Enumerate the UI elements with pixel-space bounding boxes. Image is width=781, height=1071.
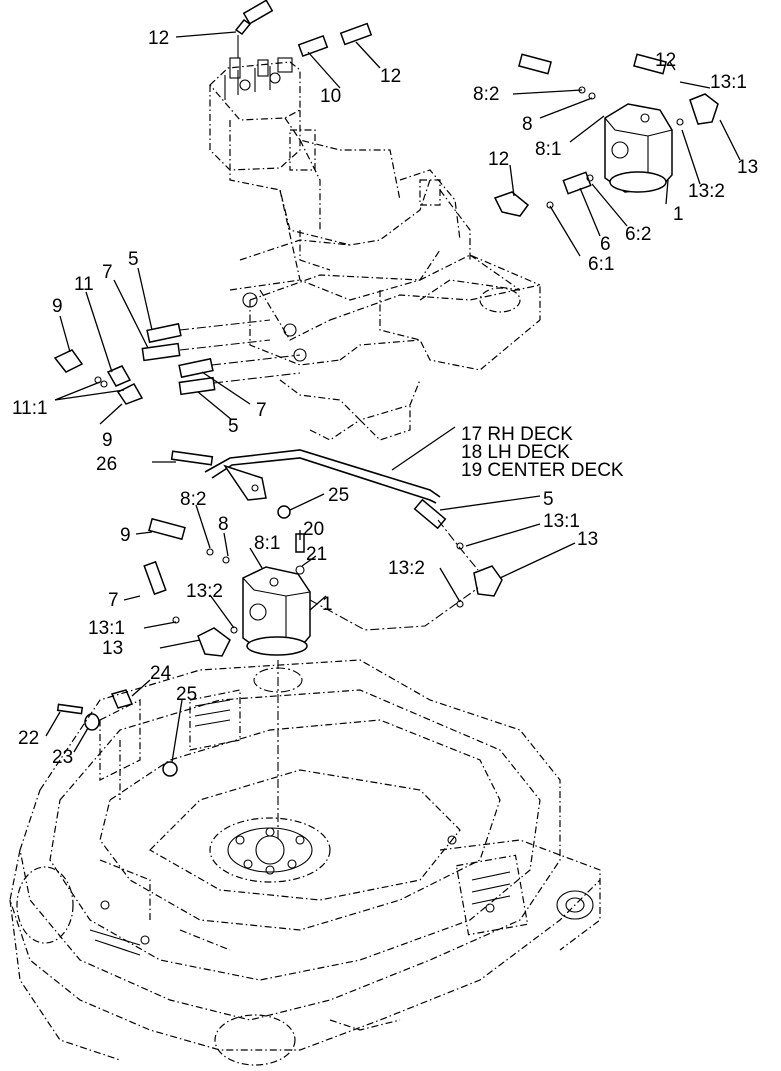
callout-7-center: 7 xyxy=(108,590,119,611)
upper-motor-assembly xyxy=(493,53,719,217)
callout-10: 10 xyxy=(320,86,341,107)
callout-9-left-lower: 9 xyxy=(102,430,113,451)
callout-21: 21 xyxy=(306,544,327,565)
callout-12-upper-left-motor: 12 xyxy=(488,149,509,170)
callout-8-1-upper: 8:1 xyxy=(535,139,561,160)
callout-1-center: 1 xyxy=(322,594,333,615)
callout-26: 26 xyxy=(96,454,117,475)
leader-lines xyxy=(45,31,741,763)
callout-12-top-left: 12 xyxy=(148,28,169,49)
callout-12-top-right: 12 xyxy=(380,66,401,87)
cutting-deck xyxy=(9,659,601,1066)
callout-25-upper: 25 xyxy=(328,485,349,506)
callout-8-center: 8 xyxy=(218,514,229,535)
callout-6: 6 xyxy=(600,234,611,255)
callout-8-2-upper: 8:2 xyxy=(473,84,499,105)
callout-6-2: 6:2 xyxy=(625,224,651,245)
callout-5-right: 5 xyxy=(543,489,554,510)
callout-1-upper: 1 xyxy=(673,204,684,225)
motor-mounting-oring xyxy=(253,660,303,840)
callout-19: 19 CENTER DECK xyxy=(461,460,624,481)
callout-13-2-upper: 13:2 xyxy=(688,181,725,202)
callout-9-left-upper: 9 xyxy=(52,296,63,317)
top-fittings xyxy=(234,0,373,58)
callout-13-upper: 13 xyxy=(737,157,758,178)
callout-13-2-right: 13:2 xyxy=(388,558,425,579)
callout-5-left-lower: 5 xyxy=(228,416,239,437)
callout-8-upper: 8 xyxy=(522,114,533,135)
hydraulic-tube xyxy=(170,449,441,519)
callout-13-center: 13 xyxy=(102,638,123,659)
callout-13-1-upper: 13:1 xyxy=(710,72,747,93)
callout-20: 20 xyxy=(303,519,324,540)
callout-13-right: 13 xyxy=(577,529,598,550)
callout-13-2-center: 13:2 xyxy=(186,581,223,602)
callout-7-left-lower: 7 xyxy=(256,400,267,421)
center-motor-assembly xyxy=(143,498,503,657)
callout-labels: 12 12 10 12 13:1 8:2 8 8:1 12 13 13:2 1 … xyxy=(12,28,758,768)
callout-22: 22 xyxy=(18,728,39,749)
left-fittings-cluster xyxy=(53,292,307,405)
traction-unit-frame xyxy=(209,57,541,441)
callout-17: 17 RH DECK xyxy=(461,424,573,445)
callout-13-1-right: 13:1 xyxy=(543,511,580,532)
callout-25-lower: 25 xyxy=(176,684,197,705)
callout-12-upper-right: 12 xyxy=(655,50,676,71)
callout-13-1-center: 13:1 xyxy=(88,618,125,639)
callout-9-center: 9 xyxy=(120,525,131,546)
callout-7-left-upper: 7 xyxy=(102,262,113,283)
callout-18: 18 LH DECK xyxy=(461,442,570,463)
callout-11-1: 11:1 xyxy=(12,398,48,419)
callout-8-2-center: 8:2 xyxy=(180,489,206,510)
callout-11: 11 xyxy=(74,274,94,295)
callout-8-1-center: 8:1 xyxy=(254,533,280,554)
callout-23: 23 xyxy=(52,747,73,768)
callout-5-left-upper: 5 xyxy=(128,249,139,270)
callout-24: 24 xyxy=(150,663,172,684)
callout-6-1: 6:1 xyxy=(588,254,614,275)
